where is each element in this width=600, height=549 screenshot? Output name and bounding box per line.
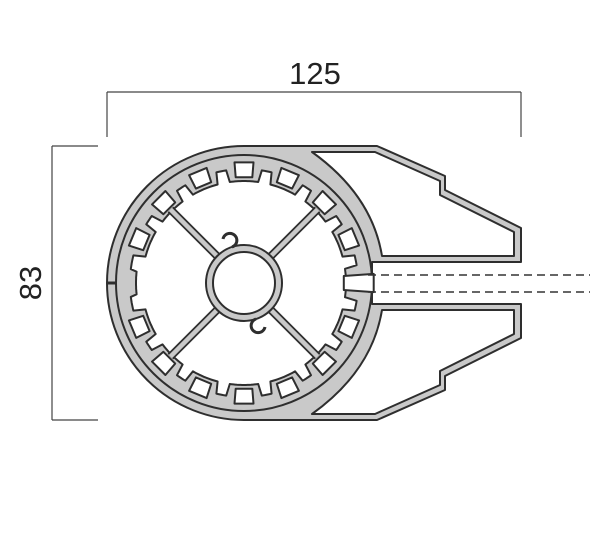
spoke <box>168 207 221 260</box>
ring-notch <box>151 350 177 376</box>
center-slot-dashes <box>368 274 590 293</box>
ring-notch <box>188 376 213 400</box>
ring-notch <box>337 314 361 339</box>
ring-notch <box>342 272 375 294</box>
width-dimension <box>106 91 522 137</box>
ring-notch <box>127 314 151 339</box>
ring-notch <box>233 387 255 405</box>
aluminium-profile <box>106 145 522 421</box>
upper-arm-hollow <box>311 151 515 257</box>
screw-channel-upper <box>221 231 239 249</box>
ring-notch <box>311 350 337 376</box>
hub-bore <box>212 251 276 315</box>
ring-notch <box>275 376 300 400</box>
ring-notch <box>337 227 361 252</box>
ring-notches <box>127 161 375 405</box>
ring-notch <box>233 161 255 179</box>
spoke <box>267 306 320 359</box>
ring-notch <box>188 166 213 190</box>
width-label: 125 <box>289 56 341 91</box>
height-dimension <box>51 145 98 421</box>
ring-notch <box>127 227 151 252</box>
ring-notch <box>151 190 177 216</box>
ring-notch <box>275 166 300 190</box>
height-label: 83 <box>13 266 48 300</box>
spoke <box>168 306 221 359</box>
spoke <box>267 207 320 260</box>
screw-channel-lower <box>249 317 267 335</box>
lower-arm-hollow <box>311 309 515 415</box>
spokes <box>167 206 321 360</box>
ring-notch <box>311 190 337 216</box>
